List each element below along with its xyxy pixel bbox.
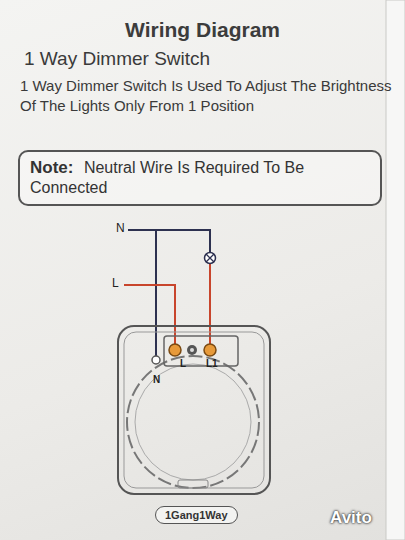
terminal <box>169 344 181 356</box>
terminal-label: N <box>153 374 160 385</box>
knob-symbol <box>187 345 197 355</box>
neutral-wire <box>155 230 157 356</box>
badge-text: 1Gang1Way <box>165 509 228 521</box>
switch-body: N L L1 <box>116 324 272 496</box>
supply-label: L <box>112 276 119 290</box>
live-wire <box>124 285 175 344</box>
title: Wiring Diagram <box>0 18 405 42</box>
terminal <box>152 356 160 364</box>
neutral-wire <box>128 230 210 252</box>
model-badge: 1Gang1Way <box>155 506 238 524</box>
switch-outline <box>116 324 272 496</box>
terminal-label: L <box>180 358 186 369</box>
lamp-symbol <box>205 253 216 264</box>
note-box: Note: Neutral Wire Is Required To Be Con… <box>18 150 382 206</box>
watermark: Avito <box>330 508 372 528</box>
note-heading: Note: <box>30 158 73 177</box>
terminal <box>204 344 216 356</box>
knob-symbol <box>190 348 194 352</box>
supply-label: N <box>116 221 125 235</box>
terminal-label: L1 <box>206 358 218 369</box>
description: 1 Way Dimmer Switch Is Used To Adjust Th… <box>20 76 392 116</box>
subtitle: 1 Way Dimmer Switch <box>24 48 210 70</box>
